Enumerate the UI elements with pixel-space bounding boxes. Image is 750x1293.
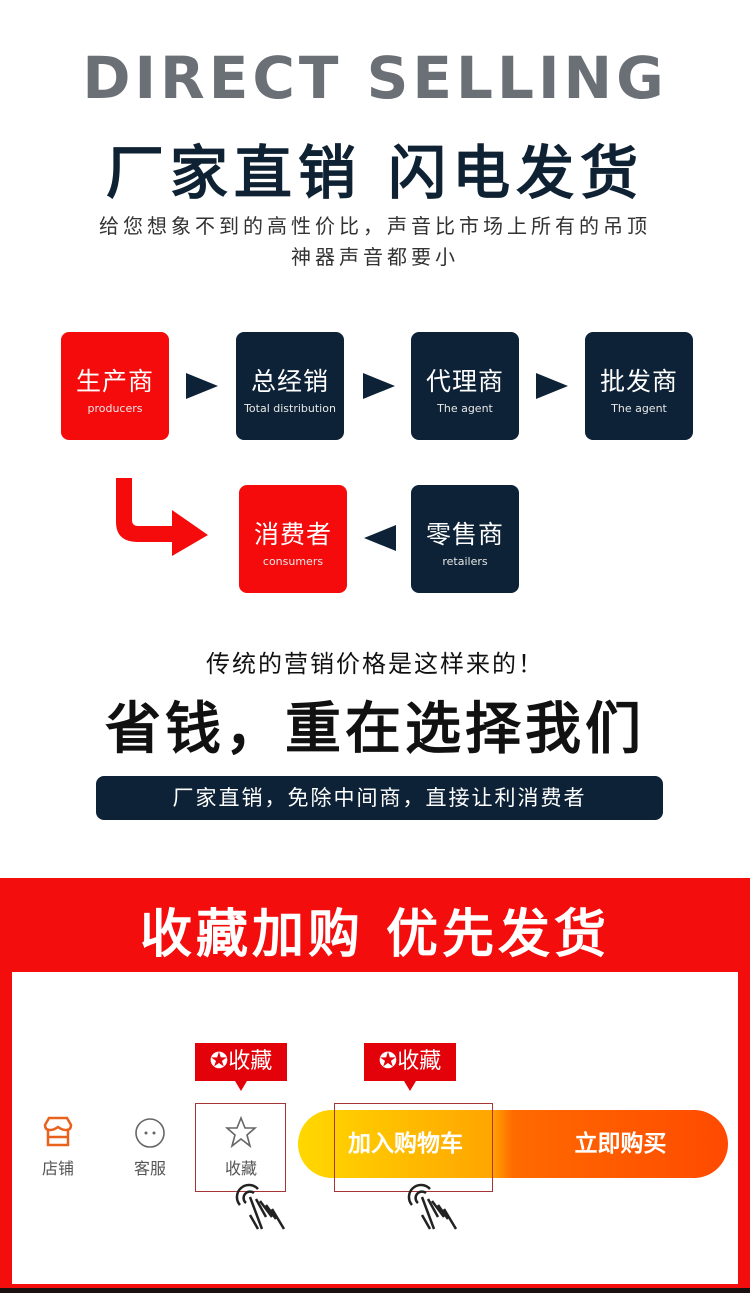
flow-sublabel: The agent bbox=[611, 402, 667, 415]
action-pill: 加入购物车 立即购买 bbox=[298, 1110, 728, 1178]
store-icon bbox=[43, 1116, 73, 1147]
tab-store[interactable]: 店铺 bbox=[28, 1115, 88, 1179]
arrow-left-icon bbox=[364, 525, 396, 551]
subtitle-line2: 神器声音都要小 bbox=[291, 245, 459, 269]
flow-retailers: 零售商 retailers bbox=[411, 485, 519, 593]
flow-sublabel: retailers bbox=[442, 555, 488, 568]
tap-hand-icon bbox=[235, 1183, 286, 1230]
flow-wholesaler: 批发商 The agent bbox=[585, 332, 693, 440]
traditional-text: 传统的营销价格是这样来的！ bbox=[206, 650, 544, 678]
flow-agent: 代理商 The agent bbox=[411, 332, 519, 440]
flow-consumers: 消费者 consumers bbox=[239, 485, 347, 593]
arrow-right-icon bbox=[186, 373, 218, 399]
flow-distribution: 总经销 Total distribution bbox=[236, 332, 344, 440]
highlight-cart bbox=[334, 1103, 493, 1192]
arrow-right-icon bbox=[536, 373, 568, 399]
flow-sublabel: consumers bbox=[262, 555, 324, 568]
title-zh: 厂家直销 闪电发货 bbox=[105, 139, 645, 207]
bottom-strip bbox=[0, 1288, 750, 1293]
promo-title: 收藏加购 优先发货 bbox=[139, 905, 611, 965]
flow-label: 总经销 bbox=[250, 367, 329, 396]
slogan-pill: 厂家直销，免除中间商，直接让利消费者 bbox=[96, 776, 663, 820]
star-icon bbox=[224, 1115, 258, 1149]
highlight-favorite bbox=[195, 1103, 286, 1192]
gear-icon: ✪ bbox=[378, 1049, 398, 1074]
flow-producers: 生产商 producers bbox=[61, 332, 169, 440]
chat-icon bbox=[135, 1118, 165, 1148]
flow-sublabel: Total distribution bbox=[244, 402, 336, 415]
title-en: DIRECT SELLING bbox=[82, 44, 668, 112]
flow-label: 消费者 bbox=[253, 520, 332, 549]
tab-service[interactable]: 客服 bbox=[120, 1115, 180, 1179]
buy-now-button[interactable]: 立即购买 bbox=[574, 1131, 667, 1157]
slogan-big: 省钱，重在选择我们 bbox=[105, 697, 645, 762]
subtitle-line1: 给您想象不到的高性价比，声音比市场上所有的吊顶 bbox=[99, 214, 651, 238]
favorite-tooltip: ✪收藏 bbox=[195, 1043, 287, 1091]
tooltip-label: 收藏 bbox=[397, 1049, 442, 1074]
arrow-right-icon bbox=[363, 373, 395, 399]
flow-label: 批发商 bbox=[599, 367, 678, 396]
tab-label: 收藏 bbox=[224, 1159, 257, 1178]
flow-label: 零售商 bbox=[425, 520, 504, 549]
tab-label: 店铺 bbox=[41, 1159, 74, 1178]
add-to-cart-button[interactable]: 加入购物车 bbox=[348, 1131, 463, 1157]
tap-hand-icon bbox=[407, 1183, 458, 1230]
gear-icon: ✪ bbox=[209, 1049, 229, 1074]
tab-favorite[interactable]: 收藏 bbox=[211, 1115, 271, 1179]
flow-label: 代理商 bbox=[425, 367, 504, 396]
cart-tooltip: ✪收藏 bbox=[364, 1043, 456, 1091]
red-turn-arrow-icon bbox=[116, 478, 208, 556]
flow-label: 生产商 bbox=[75, 367, 154, 396]
tooltip-label: 收藏 bbox=[228, 1049, 273, 1074]
flow-sublabel: producers bbox=[87, 402, 143, 415]
tab-label: 客服 bbox=[133, 1159, 166, 1178]
flow-sublabel: The agent bbox=[437, 402, 493, 415]
